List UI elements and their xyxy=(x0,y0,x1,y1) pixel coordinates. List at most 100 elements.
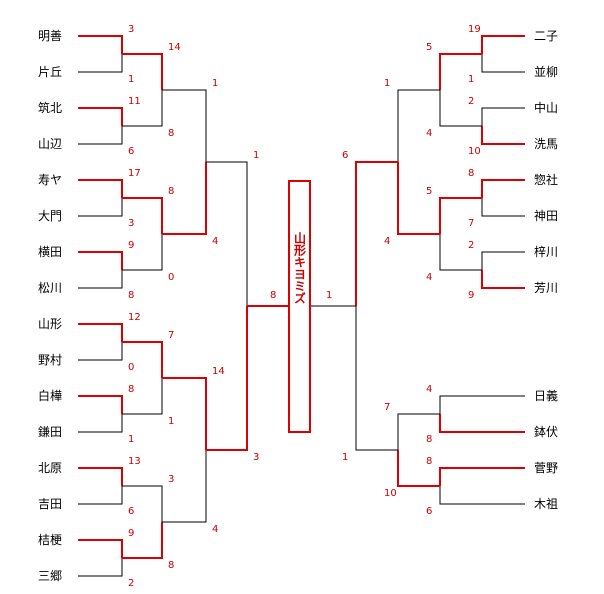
team-name: 野村 xyxy=(38,353,62,367)
bracket-branch xyxy=(206,161,248,306)
team-name: 白樺 xyxy=(38,388,62,403)
team-name: 北原 xyxy=(38,461,62,475)
score-label: 7 xyxy=(468,218,474,229)
score-label: 1 xyxy=(342,452,348,463)
score-label: 10 xyxy=(384,488,397,499)
score-label: 4 xyxy=(384,236,390,247)
team-name: 筑北 xyxy=(38,100,62,115)
team-name: 寿ヤ xyxy=(38,173,62,187)
bracket-branch xyxy=(439,395,525,414)
team-name: 松川 xyxy=(38,281,62,295)
bracket-branch xyxy=(397,450,440,487)
team-name: 三郷 xyxy=(38,569,62,583)
bracket-branch xyxy=(481,126,525,145)
bracket-branch xyxy=(78,35,123,54)
score-label: 5 xyxy=(426,42,432,53)
bracket-branch xyxy=(78,270,123,289)
bracket-branch xyxy=(78,54,123,73)
score-label: 11 xyxy=(128,96,141,107)
bracket-branch xyxy=(78,126,123,145)
score-label: 1 xyxy=(212,78,218,89)
bracket-branch xyxy=(78,342,123,361)
bracket-branch xyxy=(122,378,163,415)
team-name: 桔梗 xyxy=(38,532,62,547)
bracket-branch xyxy=(439,234,482,271)
bracket-branch xyxy=(481,198,525,217)
score-label: 6 xyxy=(342,150,348,161)
score-label: 2 xyxy=(128,578,134,589)
bracket-branch xyxy=(162,450,207,523)
score-label: 1 xyxy=(168,416,174,427)
team-name: 木祖 xyxy=(534,496,558,511)
bracket-branch xyxy=(122,522,163,559)
score-label: 6 xyxy=(426,506,432,517)
bracket-branch xyxy=(78,467,123,486)
score-label: 0 xyxy=(168,272,174,283)
team-name: 大門 xyxy=(38,209,62,223)
bracket-branch xyxy=(439,90,482,127)
score-label: 5 xyxy=(426,186,432,197)
team-name: 鎌田 xyxy=(38,424,62,439)
champion-box xyxy=(288,180,311,433)
score-label: 1 xyxy=(253,150,259,161)
score-label: 19 xyxy=(468,24,481,35)
team-name: 菅野 xyxy=(534,461,558,475)
bracket-branch xyxy=(122,90,163,127)
score-label: 1 xyxy=(128,434,134,445)
bracket-branch xyxy=(122,485,163,522)
team-name: 明善 xyxy=(38,28,62,43)
bracket-branch xyxy=(78,198,123,217)
team-name: 吉田 xyxy=(38,497,62,511)
score-label: 3 xyxy=(253,452,259,463)
bracket-branch xyxy=(206,306,248,451)
score-label: 8 xyxy=(168,560,174,571)
score-label: 4 xyxy=(426,272,432,283)
bracket-branch xyxy=(481,270,525,289)
score-label: 8 xyxy=(128,384,134,395)
score-label: 4 xyxy=(426,384,432,395)
bracket-labels: 明善片丘筑北山辺寿ヤ大門横田松川山形野村白樺鎌田北原吉田桔梗三郷31116173… xyxy=(38,24,558,589)
score-label: 1 xyxy=(384,78,390,89)
bracket-branch xyxy=(162,89,207,162)
final-score-left: 8 xyxy=(270,290,276,301)
score-label: 9 xyxy=(128,528,134,539)
bracket-branch xyxy=(439,467,525,486)
score-label: 8 xyxy=(168,128,174,139)
bracket-branch xyxy=(78,414,123,433)
bracket-branch xyxy=(122,341,163,378)
score-label: 4 xyxy=(426,128,432,139)
champion-name: 山形キヨミズ xyxy=(293,231,307,304)
bracket-branch xyxy=(355,161,398,306)
score-label: 9 xyxy=(468,290,474,301)
bracket-branch xyxy=(122,197,163,234)
score-label: 7 xyxy=(384,402,390,413)
team-name: 二子 xyxy=(534,29,558,43)
bracket-branch xyxy=(355,306,398,451)
bracket-lines xyxy=(78,35,525,577)
score-label: 8 xyxy=(168,186,174,197)
score-label: 6 xyxy=(128,506,134,517)
score-label: 2 xyxy=(468,240,474,251)
bracket-branch xyxy=(78,323,123,342)
score-label: 14 xyxy=(212,366,225,377)
team-name: 梓川 xyxy=(534,244,558,259)
team-name: 日義 xyxy=(534,388,558,403)
bracket-branch xyxy=(122,53,163,90)
team-name: 惣社 xyxy=(534,172,558,187)
team-name: 並柳 xyxy=(534,65,558,79)
team-name: 鉢伏 xyxy=(534,425,558,439)
team-name: 洗馬 xyxy=(534,137,558,151)
bracket-branch xyxy=(439,486,525,505)
team-name: 山形 xyxy=(38,317,62,331)
team-name: 中山 xyxy=(534,100,558,115)
bracket-branch xyxy=(397,413,440,450)
bracket-branch xyxy=(481,179,525,198)
team-name: 神田 xyxy=(534,209,558,223)
bracket-branch xyxy=(78,486,123,505)
score-label: 12 xyxy=(128,312,141,323)
bracket-branch xyxy=(439,197,482,234)
score-label: 14 xyxy=(168,42,181,53)
bracket-branch xyxy=(481,251,525,270)
score-label: 3 xyxy=(128,218,134,229)
